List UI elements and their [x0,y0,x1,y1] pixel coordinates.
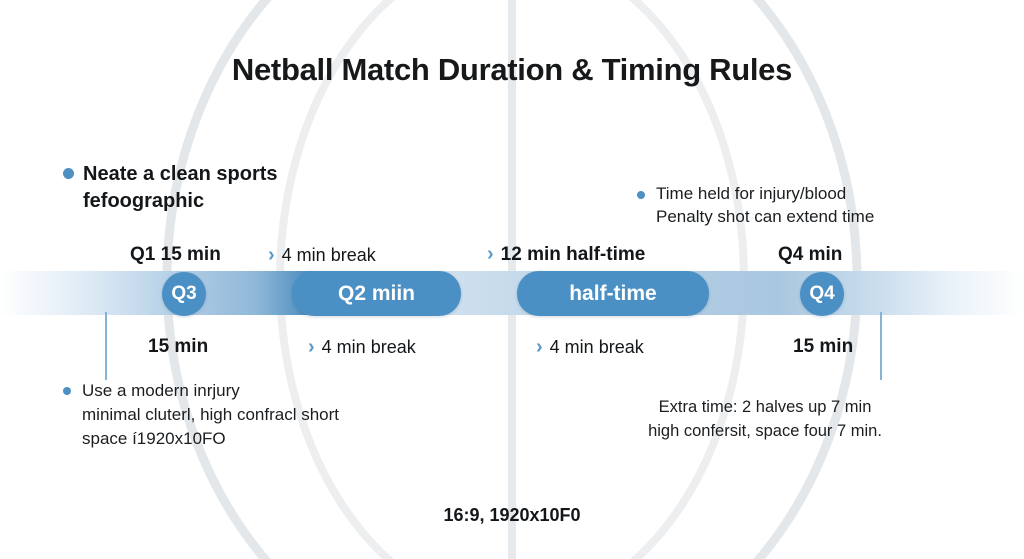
timeline-label-halftime: › 12 min half-time [487,244,645,266]
timeline-pill-q3[interactable]: Q3 [162,272,206,316]
bullet-dot-icon [63,387,71,395]
page-title: Netball Match Duration & Timing Rules [231,52,793,87]
timeline-label-break1: › 4 min break [268,245,376,266]
bullet-right-line1: Time held for injury/blood [656,184,847,203]
bullet-bottom-left-line3: space í1920x10FO [82,429,226,449]
timeline-label-q1-duration: 15 min [148,336,208,358]
timeline-label-break3: › 4 min break [536,337,644,358]
bullet-left: Neate a clean sports fefoographic [63,161,393,214]
footer-spec: 16:9, 1920x10F0 [443,505,581,525]
chevron-right-icon: › [308,336,315,358]
timeline-label-q4-duration-text: 15 min [793,336,854,357]
bullet-left-text: Neate a clean sports fefoographic [83,161,278,214]
timeline-label-q4-duration: 15 min [793,336,853,358]
timeline-pill-q2[interactable]: Q2 miin [292,271,461,316]
bullet-dot-icon [637,191,645,199]
timeline-label-break2-text: 4 min break [321,337,416,357]
timeline-label-break2: › 4 min break [308,337,416,358]
bullet-bottom-left-line1: Use a modern inrjury [82,381,240,400]
chevron-right-icon: › [536,336,543,358]
timeline-pill-q4[interactable]: Q4 [800,272,844,316]
bullet-right: Time held for injury/blood Penalty shot … [637,183,957,228]
timeline-label-break3-text: 4 min break [549,337,644,357]
timeline-label-q4-text: Q4 min [778,244,843,265]
bullet-right-line2: Penalty shot can extend time [656,206,875,226]
timeline-label-q4: Q4 min [778,244,842,266]
timeline-label-q1-duration-text: 15 min [148,336,209,357]
bullet-left-line2: fefoographic [83,189,205,212]
connector-line-left [105,312,107,380]
note-extra-time-line1: Extra time: 2 halves up 7 min [658,398,872,416]
timeline-label-q1: Q1 15 min [130,244,221,266]
connector-line-right [880,312,882,380]
bullet-bottom-left-line2: minimal cluterl, high confracl short [82,405,339,425]
bullet-dot-icon [63,168,74,179]
bullet-bottom-left: Use a modern inrjury minimal cluterl, hi… [63,379,463,451]
chevron-right-icon: › [268,244,275,266]
timeline-label-break1-text: 4 min break [281,245,376,265]
bullet-bottom-left-text: Use a modern inrjury minimal cluterl, hi… [82,379,339,451]
chevron-right-icon: › [487,243,494,265]
timeline-label-q1-text: Q1 15 min [130,244,221,265]
timeline-label-halftime-text: 12 min half-time [500,244,646,265]
note-extra-time-line2: high confersit, space four 7 min. [648,421,882,440]
bullet-right-text: Time held for injury/blood Penalty shot … [656,183,874,228]
bullet-left-line1: Neate a clean sports [83,163,278,185]
timeline-bar [0,271,1024,315]
timeline-pill-halftime[interactable]: half-time [517,271,709,316]
note-extra-time: Extra time: 2 halves up 7 min high confe… [600,396,930,444]
